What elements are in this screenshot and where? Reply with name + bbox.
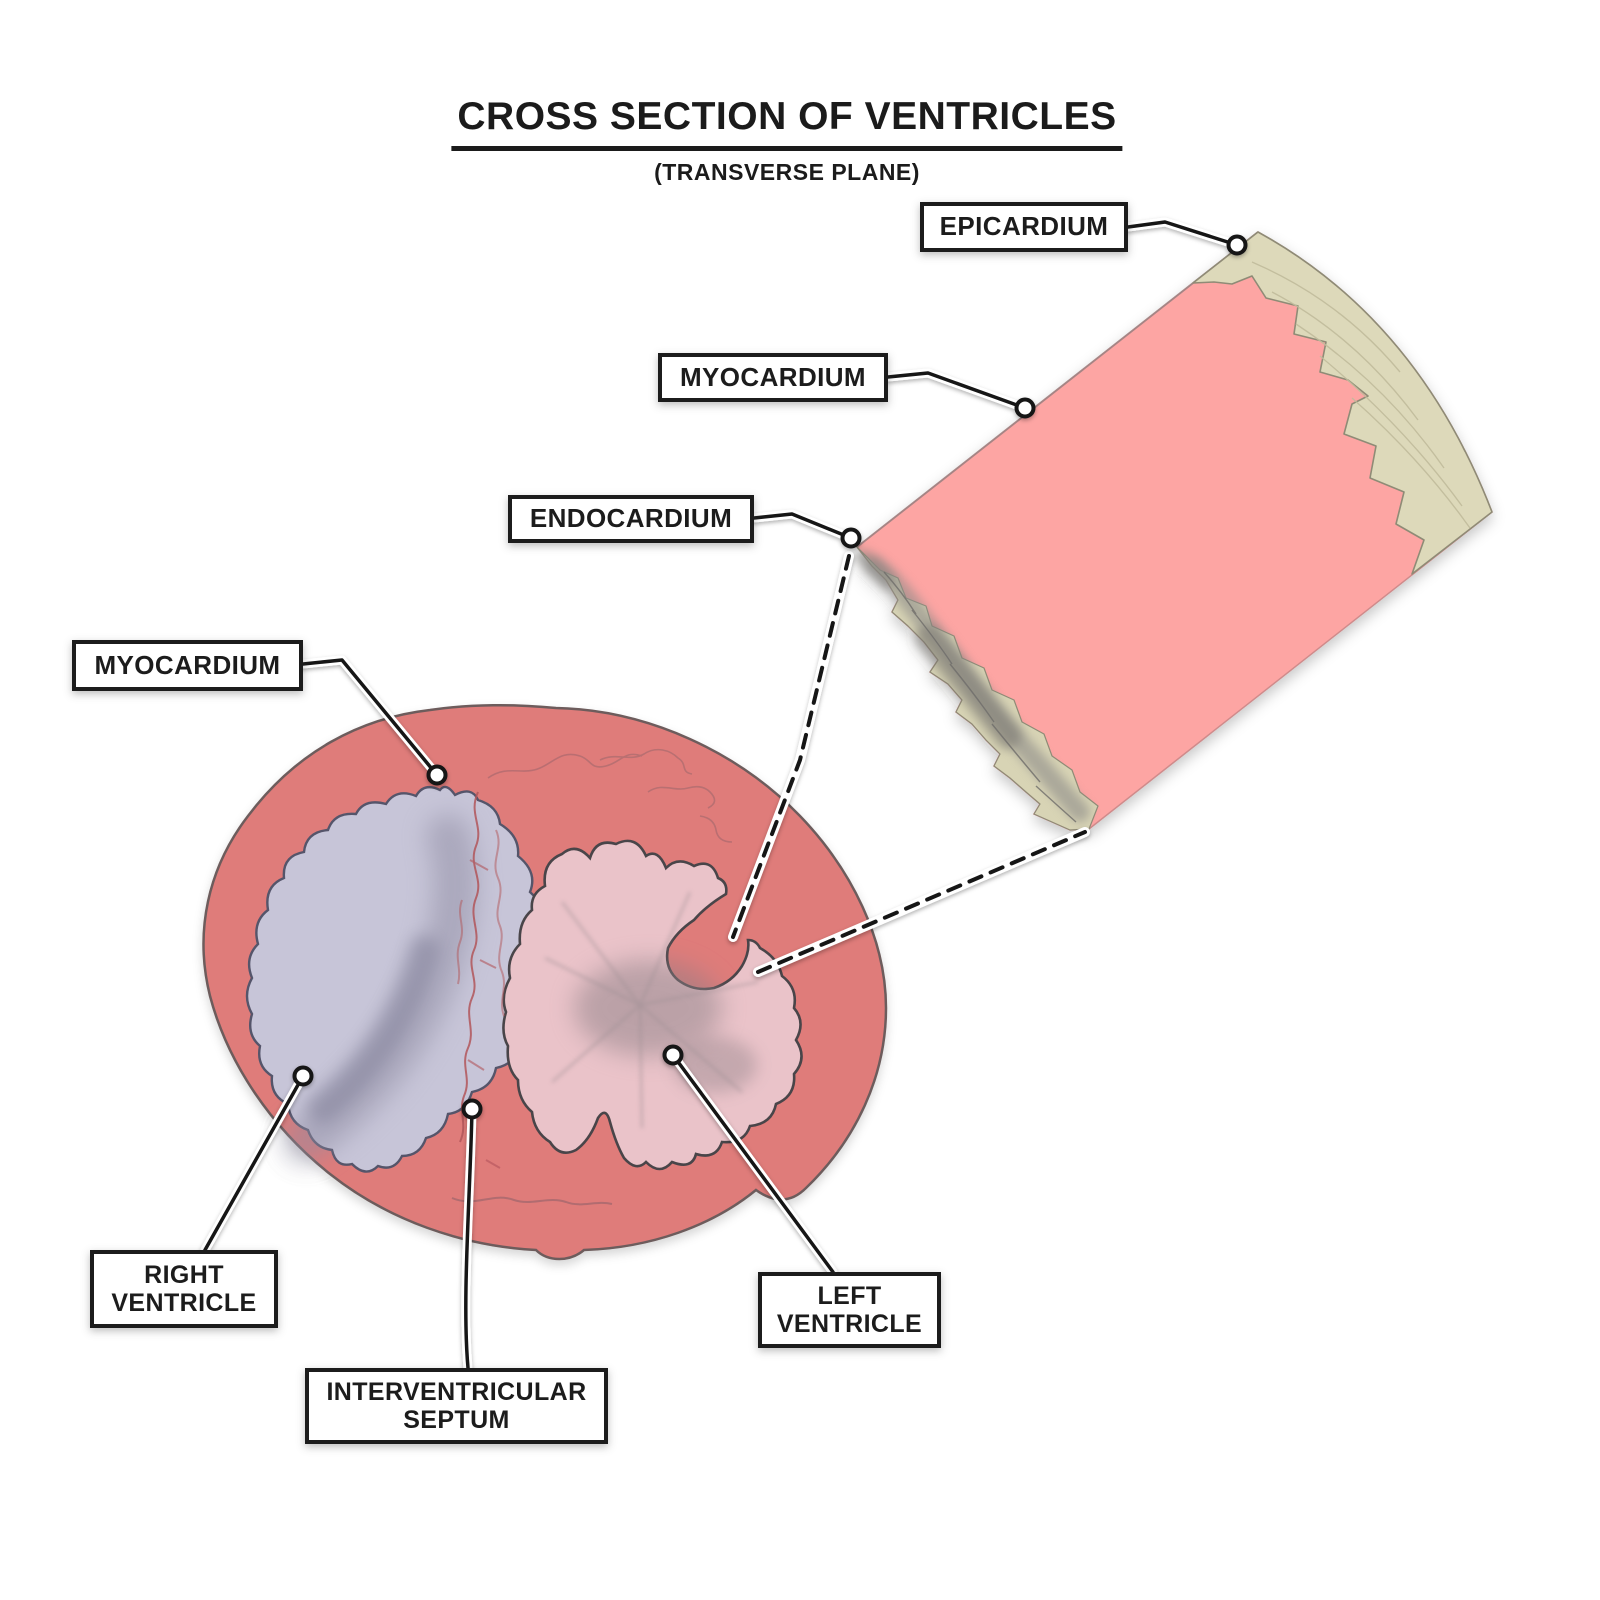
- leader-line-myocardium-upper: [886, 371, 1027, 410]
- leader-dot-myocardium-upper: [1014, 397, 1036, 419]
- label-myocardium-upper: MYOCARDIUM: [658, 353, 888, 402]
- right-ventricle-shading: [284, 814, 478, 1162]
- zoom-connector-left: [731, 554, 851, 939]
- label-endocardium: ENDOCARDIUM: [508, 495, 754, 543]
- wall-segment-myocardium: [855, 231, 1493, 831]
- leader-dot-endocardium: [840, 527, 862, 549]
- myocardium-texture: [487, 748, 733, 843]
- leader-line-septum: [464, 1108, 474, 1370]
- septum-texture: [451, 791, 613, 1206]
- leader-dot-epicardium: [1226, 234, 1248, 256]
- heart-cross-section: [202, 703, 888, 1261]
- leader-line-epicardium: [1126, 220, 1239, 247]
- label-myocardium-lower: MYOCARDIUM: [72, 640, 303, 691]
- leader-line-myocardium-lower: [301, 658, 439, 777]
- epicardium-grain-texture: [1251, 261, 1471, 529]
- label-epicardium: EPICARDIUM: [920, 202, 1128, 252]
- epicardium-layer: [1192, 231, 1493, 575]
- page-title: CROSS SECTION OF VENTRICLES: [451, 95, 1123, 151]
- title-block: CROSS SECTION OF VENTRICLES (TRANSVERSE …: [451, 95, 1123, 185]
- leader-dot-right-ventricle: [292, 1065, 314, 1087]
- page-subtitle: (TRANSVERSE PLANE): [654, 158, 920, 185]
- leader-line-endocardium: [752, 512, 853, 540]
- leader-dot-septum: [461, 1098, 483, 1120]
- zoom-connector-right: [756, 830, 1087, 974]
- label-interventricular-septum: INTERVENTRICULAR SEPTUM: [305, 1368, 608, 1444]
- label-right-ventricle: RIGHT VENTRICLE: [90, 1250, 278, 1328]
- leader-lines: [200, 217, 1248, 1373]
- endocardium-wrinkles: [883, 571, 1077, 823]
- wall-segment-inset: [855, 231, 1493, 831]
- wall-cut-edge: [856, 231, 1259, 548]
- label-left-ventricle: LEFT VENTRICLE: [758, 1272, 941, 1348]
- zoom-connectors: [728, 551, 1090, 977]
- leader-line-left-ventricle: [671, 1053, 835, 1274]
- leader-dot-myocardium-lower: [426, 764, 448, 786]
- leader-line-right-ventricle: [203, 1074, 305, 1252]
- leader-dot-left-ventricle: [662, 1044, 684, 1066]
